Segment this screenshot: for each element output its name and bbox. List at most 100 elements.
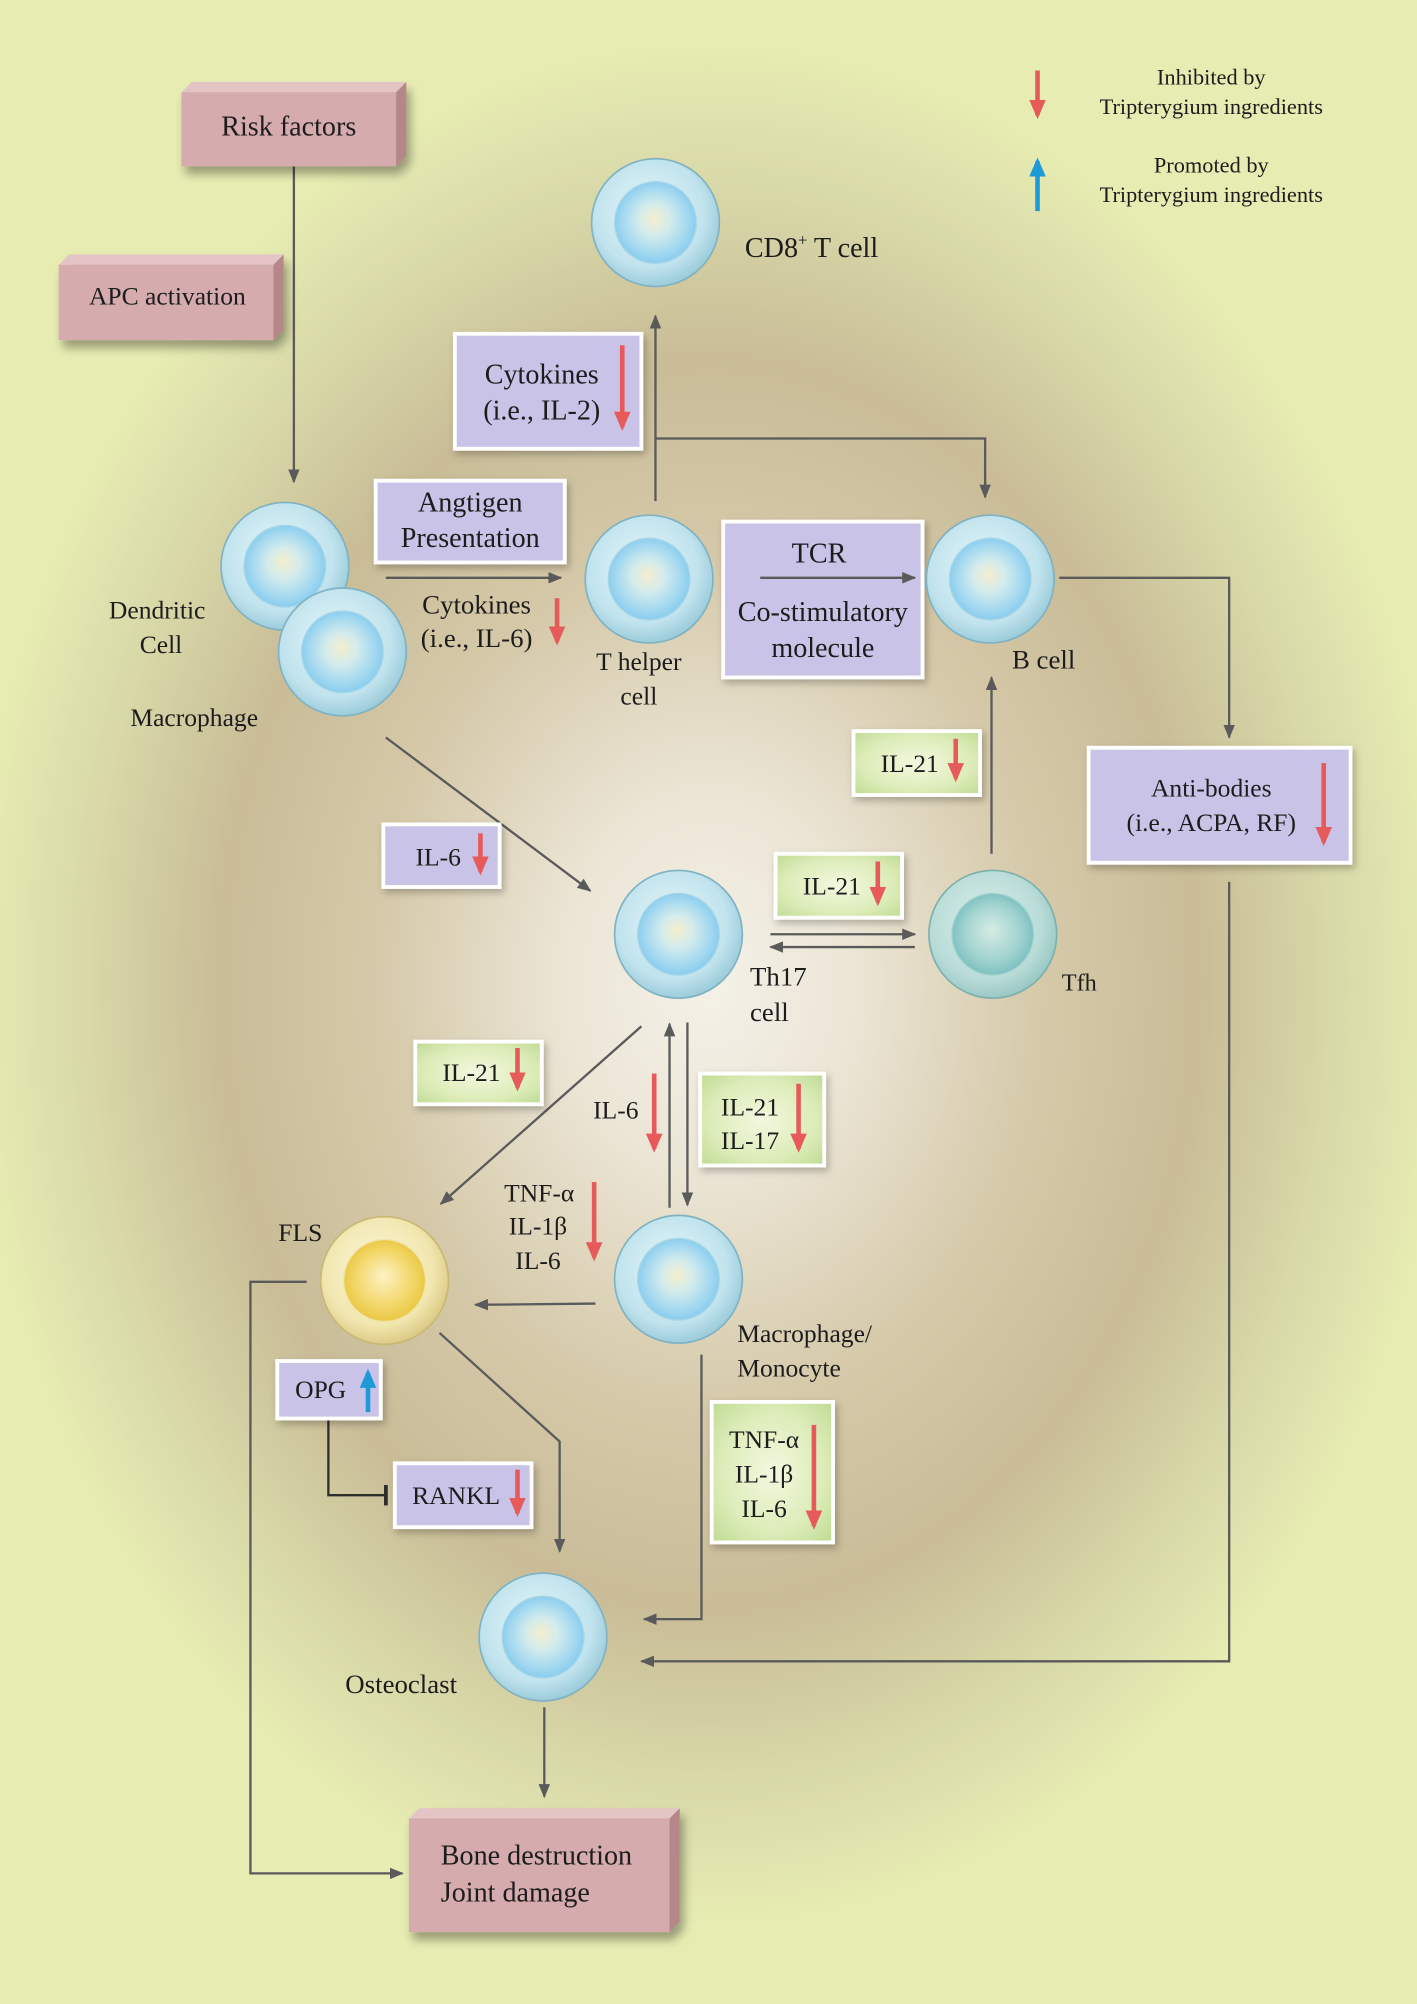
opg-box: OPG — [275, 1359, 383, 1421]
mediator-label: IL-6 — [741, 1494, 787, 1523]
mediator-label: IL-1β — [509, 1212, 567, 1241]
mediator-box — [373, 478, 567, 565]
mediator-label: IL-21 — [881, 749, 939, 778]
rankl-box: RANKL — [392, 1461, 534, 1530]
il21-il17-box: IL-21 IL-17 — [698, 1071, 827, 1168]
mediator-label: Cytokines — [485, 360, 599, 391]
inhibition-connector — [327, 1418, 388, 1506]
connector-arrow — [640, 881, 1231, 1668]
box-front-face — [408, 1818, 670, 1933]
box-front-face — [181, 92, 397, 167]
connector-arrow — [249, 1280, 404, 1880]
legend: Inhibited by Tripterygium ingredients Pr… — [1029, 65, 1323, 212]
mediator-box — [452, 331, 644, 451]
macrophage-monocyte-cell — [613, 1214, 744, 1344]
costimulatory-label: Co-stimulatory — [738, 597, 908, 628]
connector-arrow — [438, 1332, 566, 1553]
apc-activation-label: APC activation — [89, 281, 246, 310]
cell-nucleus — [607, 537, 691, 621]
connectors — [249, 166, 1235, 1880]
mediator-label: IL-17 — [721, 1126, 779, 1155]
box-side-face — [669, 1808, 680, 1933]
cell-nucleus — [343, 1239, 427, 1323]
t-helper-cell-label: T helper — [596, 647, 682, 676]
mediator-label: IL-1β — [735, 1459, 793, 1488]
bone-destruction-label: Bone destruction — [441, 1840, 632, 1871]
macrophage-monocyte-label: Monocyte — [737, 1353, 841, 1382]
cd8-t-cell-label: CD8+ T cell — [745, 231, 878, 264]
t-helper-cell-label: cell — [620, 681, 657, 710]
box-front-face — [58, 264, 274, 341]
cell-nucleus — [501, 1595, 585, 1679]
mediator-label: (i.e., IL-2) — [483, 395, 600, 426]
fls-cell-label: FLS — [278, 1218, 322, 1247]
cell-nucleus — [636, 892, 720, 976]
mediator-label: (i.e., ACPA, RF) — [1127, 808, 1296, 837]
th17-cell-label: Th17 — [750, 961, 807, 991]
bone-destruction-box — [408, 1808, 680, 1933]
cd8-label-rest: T cell — [807, 233, 878, 264]
tcr-label: TCR — [792, 538, 847, 569]
fls-cell — [319, 1215, 450, 1346]
b-cell — [925, 514, 1055, 644]
mediator-label: IL-6 — [416, 842, 462, 871]
osteoclast-label: Osteoclast — [345, 1669, 457, 1699]
mediator-label: Cytokines — [422, 590, 531, 620]
connector-arrow — [642, 1354, 703, 1625]
cell-nucleus — [243, 524, 327, 608]
mediator-label: IL-21 — [803, 872, 861, 901]
antibodies-box: Anti-bodies (i.e., ACPA, RF) — [1086, 745, 1353, 865]
legend-inhibited-line1: Inhibited by — [1157, 65, 1266, 90]
il6-th17-annotation: IL-6 — [593, 1073, 663, 1153]
mediator-box — [721, 519, 925, 680]
t-helper-cell — [584, 514, 714, 644]
il6-box: IL-6 — [381, 822, 502, 889]
cd8-t-cell — [590, 157, 721, 288]
mediator-label: IL-21 — [442, 1058, 500, 1087]
cell-nucleus — [300, 610, 384, 694]
box-side-face — [396, 82, 407, 167]
risk-factors-box — [181, 82, 407, 167]
dendritic-cell-label: Cell — [140, 630, 183, 659]
risk-factors-label: Risk factors — [221, 112, 356, 143]
cell-nucleus — [613, 181, 698, 265]
cytokines-il2-box: Cytokines (i.e., IL-2) — [452, 331, 644, 451]
box-top-face — [408, 1808, 680, 1819]
legend-inhibited-line2: Tripterygium ingredients — [1100, 94, 1323, 119]
connector-arrow — [439, 1025, 643, 1205]
mediator-label: IL-6 — [593, 1095, 639, 1124]
mediator-label: TNF-α — [729, 1425, 799, 1454]
mediator-label: Anti-bodies — [1151, 773, 1272, 802]
il21-b-cell-box: IL-21 — [851, 729, 982, 797]
b-cell-label: B cell — [1012, 645, 1075, 675]
tfh-cell — [928, 869, 1058, 999]
cd8-label-main: CD8 — [745, 233, 798, 264]
mediator-label: Angtigen — [418, 487, 523, 518]
legend-promoted-line1: Promoted by — [1154, 153, 1270, 178]
tnf-il1-il6-osteoclast-box: TNF-α IL-1β IL-6 — [709, 1400, 835, 1545]
tnf-il1-il6-fls-annotation: TNF-α IL-1β IL-6 — [504, 1178, 603, 1275]
macrophage-cell — [277, 587, 408, 717]
il21-tfh-box: IL-21 — [773, 851, 904, 920]
antigen-presentation-box: Angtigen Presentation — [373, 478, 567, 565]
mediator-label: (i.e., IL-6) — [421, 623, 533, 653]
cell-nucleus — [636, 1237, 720, 1321]
tfh-cell-label: Tfh — [1062, 970, 1097, 997]
mediator-label: OPG — [295, 1375, 346, 1404]
tcr-costimulatory-box: TCR Co-stimulatory molecule — [721, 519, 925, 680]
cell-nucleus — [948, 537, 1032, 621]
box-top-face — [58, 254, 284, 265]
molecule-label: molecule — [771, 633, 874, 664]
osteoclast-cell — [478, 1572, 608, 1702]
apc-activation-box — [58, 254, 284, 341]
dendritic-cell-label: Dendritic — [109, 596, 205, 625]
mediator-box — [381, 822, 502, 889]
mediator-label: TNF-α — [504, 1178, 574, 1207]
mediator-box — [392, 1461, 534, 1530]
mediator-label: Presentation — [401, 523, 540, 554]
box-top-face — [181, 82, 407, 93]
cell-nucleus — [951, 892, 1035, 976]
connector-arrow — [473, 1298, 596, 1311]
il21-fls-box: IL-21 — [413, 1039, 544, 1107]
